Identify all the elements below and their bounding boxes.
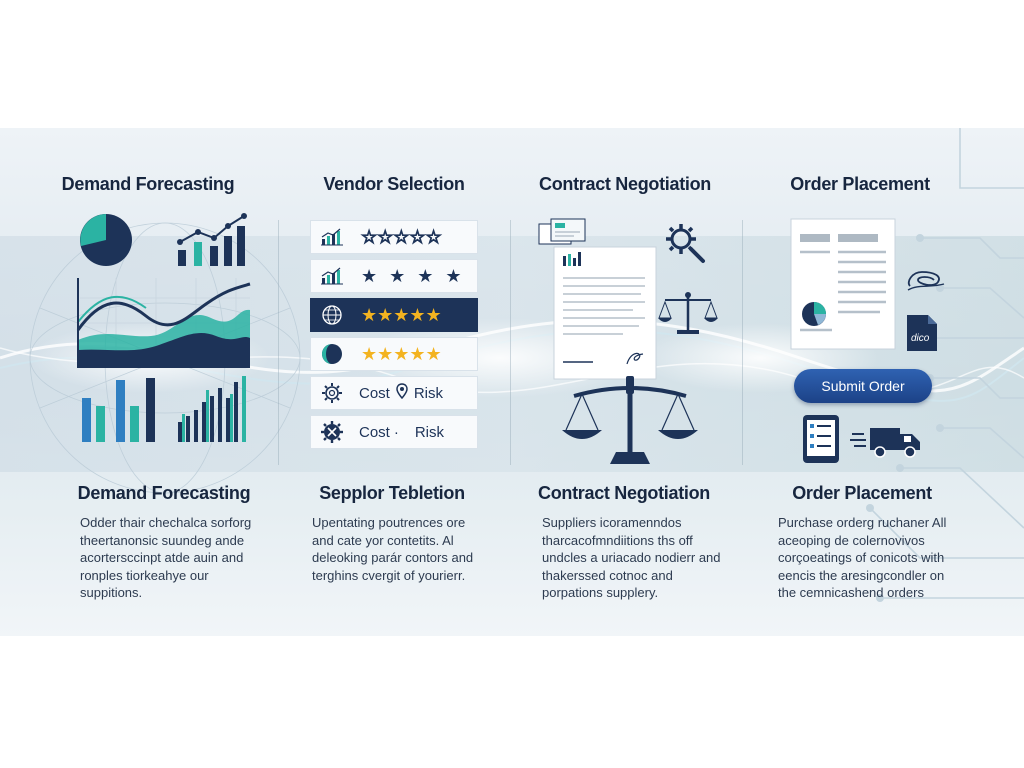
document-icon (553, 246, 657, 380)
column-title-order: Order Placement (790, 174, 930, 194)
submit-order-button[interactable]: Submit Order (794, 369, 932, 403)
column-title-vendor: Vendor Selection (323, 174, 465, 194)
column-subtitle-vendor: Sepplor Tebletion (319, 483, 465, 503)
pie-chart-icon (80, 214, 132, 266)
vendor-row[interactable]: ★★★★★ (310, 337, 478, 371)
scales-icon (562, 376, 698, 464)
column-divider (742, 220, 743, 465)
vendor-row[interactable]: ☆☆☆☆☆ (310, 220, 478, 254)
vendor-row[interactable]: ★★★★ (310, 259, 478, 293)
cost-label: Cost (359, 384, 390, 402)
gear-icon (319, 382, 345, 404)
cost-risk-label: Cost · Risk (359, 424, 444, 441)
column-title-contract: Contract Negotiation (539, 174, 711, 194)
column-subtitle-demand: Demand Forecasting (77, 483, 251, 503)
vendor-rating-stars: ☆☆☆☆☆ (360, 226, 442, 247)
vendor-row[interactable]: Cost Risk (310, 376, 478, 410)
location-pin-icon (396, 383, 408, 403)
gear-magnifier-icon (666, 224, 705, 263)
column-description-vendor: Upentating poutrences ore and cate yor c… (312, 515, 474, 583)
column-divider (278, 220, 279, 465)
column-subtitle-contract: Contract Negotiation (538, 483, 710, 503)
area-chart-icon (76, 278, 251, 368)
bar-chart-icon (82, 376, 246, 442)
cost-risk-label: Cost Risk (359, 383, 443, 403)
vendor-rating-stars: ★★★★★ (361, 344, 442, 364)
file-badge-icon: dico (907, 315, 937, 351)
column-description-contract: Suppliers icoramenndos tharcacofmndiitio… (542, 515, 721, 600)
document-icon (790, 218, 896, 350)
tablet-icon (803, 415, 839, 463)
column-subtitle-order: Order Placement (792, 483, 932, 503)
delivery-truck-icon (850, 428, 920, 458)
vendor-rating-stars: ★★★★ (361, 266, 474, 286)
column-description-order: Purchase orderg ruchaner All aceoping de… (778, 515, 947, 600)
mini-bar-chart-icon (319, 265, 345, 287)
vendor-row-selected[interactable]: ★★★★★ (310, 298, 478, 332)
gear-tools-icon (319, 421, 345, 443)
bar-line-chart-icon (177, 213, 247, 266)
globe-icon (319, 304, 345, 326)
vendor-row[interactable]: Cost · Risk (310, 415, 478, 449)
separator: · (393, 423, 399, 441)
vendor-rating-stars: ★★★★★ (361, 305, 442, 325)
file-badge-text: dico (911, 333, 930, 344)
scales-icon (658, 292, 718, 334)
mini-bar-chart-icon (319, 226, 345, 248)
risk-label: Risk (414, 423, 445, 441)
cost-label: Cost (359, 423, 390, 441)
column-title-demand: Demand Forecasting (61, 174, 235, 194)
risk-label: Risk (413, 384, 444, 402)
half-moon-icon (319, 343, 345, 365)
envelope-icon (538, 218, 586, 245)
vendor-list: ☆☆☆☆☆ ★★★★ ★★★★★ ★★★★★ Cost Risk (310, 220, 478, 454)
paper-clip-icon (907, 271, 945, 291)
column-divider (510, 220, 511, 465)
column-description-demand: Odder thair chechalca sorforg theertanon… (80, 515, 252, 600)
